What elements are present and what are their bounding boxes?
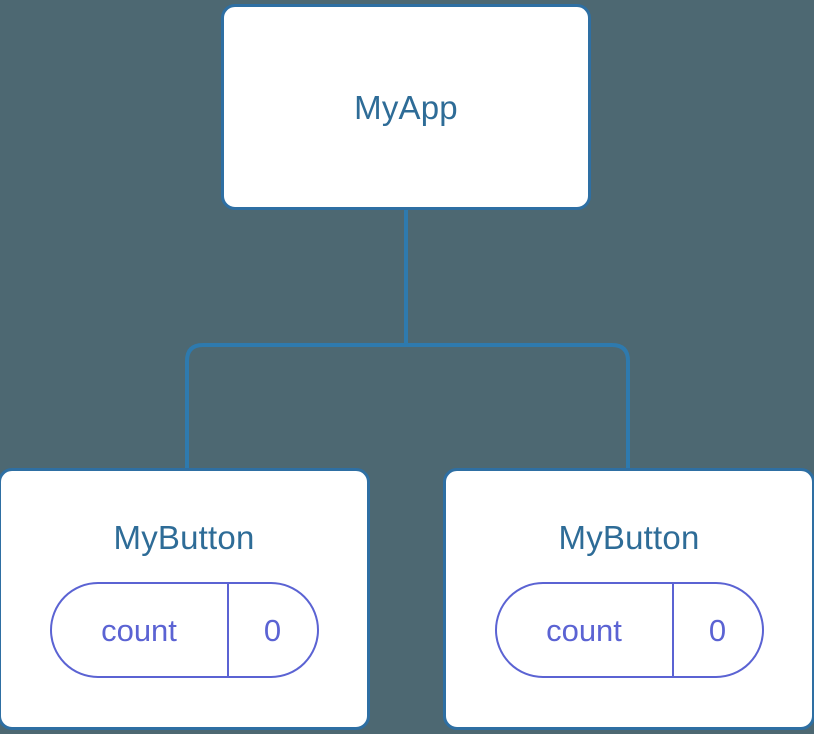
state-key-left: count [101,612,177,648]
edge-root-to-child-0 [185,343,406,470]
edge-root-to-child-1 [406,343,630,470]
node-mybutton-right[interactable]: MyButton count 0 [443,468,814,730]
state-value-left: 0 [263,612,282,648]
state-value-right: 0 [708,612,727,648]
state-key-right: count [546,612,622,648]
node-mybutton-left[interactable]: MyButton count 0 [0,468,370,730]
state-pill-right[interactable]: count 0 [494,582,764,678]
state-pill-left[interactable]: count 0 [49,582,319,678]
node-myapp[interactable]: MyApp [221,4,591,210]
node-mybutton-right-label: MyButton [558,519,700,556]
node-myapp-label: MyApp [354,88,458,126]
state-divider-right [671,584,674,676]
state-divider-left [226,584,229,676]
node-mybutton-left-label: MyButton [113,519,255,556]
